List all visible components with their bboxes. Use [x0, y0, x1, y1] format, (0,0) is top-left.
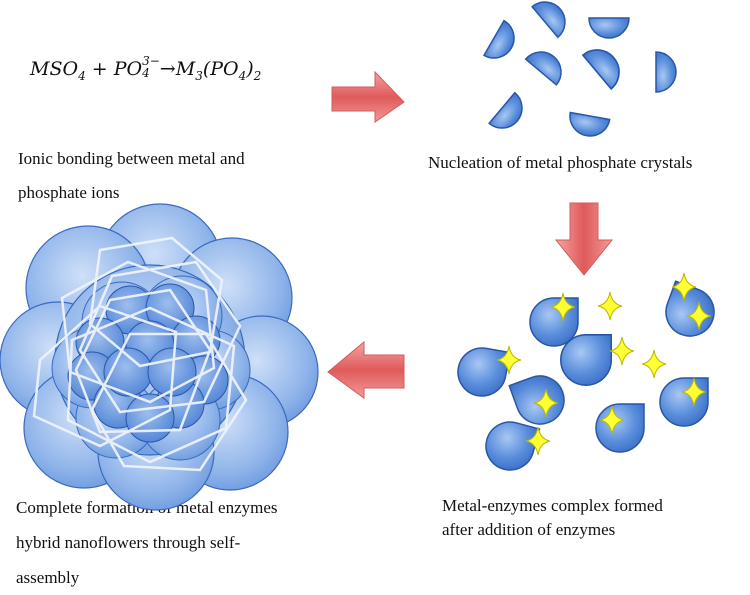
- product-metal: M: [175, 58, 196, 80]
- po-charge-stack: 3−4: [142, 55, 160, 79]
- po-subscript: 4: [142, 66, 150, 80]
- reactant-mso: MSO: [30, 58, 79, 80]
- enzyme-complexes: [453, 280, 722, 477]
- crystal: [655, 51, 677, 93]
- crystal: [582, 40, 629, 90]
- nanoflower: [0, 203, 319, 511]
- complex: [595, 403, 645, 453]
- product-outer-subscript: 2: [253, 68, 262, 83]
- product-paren-close: ): [246, 58, 254, 80]
- product-po-subscript: 4: [238, 68, 247, 83]
- complex: [453, 343, 511, 401]
- crystal: [566, 111, 611, 140]
- crystal: [488, 91, 531, 137]
- right-arrow-icon: [331, 70, 405, 123]
- step4-label-line3: assembly: [16, 568, 80, 587]
- left-arrow-icon: [327, 340, 405, 399]
- plus-sign: +: [91, 58, 108, 80]
- step3-label-line2: after addition of enzymes: [442, 520, 616, 539]
- step2-label: Nucleation of metal phosphate crystals: [428, 146, 692, 180]
- nucleation-crystals: [483, 0, 677, 140]
- step1-label-line1: Ionic bonding between metal and: [18, 149, 245, 168]
- complex: [560, 334, 612, 386]
- hexagon-frames: [32, 236, 248, 472]
- crystal: [531, 0, 574, 39]
- complex: [659, 377, 709, 427]
- step1-label: Ionic bonding between metal and phosphat…: [18, 142, 245, 210]
- crystal: [588, 17, 630, 39]
- step3-label: Metal-enzymes complex formed after addit…: [442, 494, 663, 542]
- step3-label-line1: Metal-enzymes complex formed: [442, 496, 663, 515]
- enzyme-star-icon: [641, 349, 667, 379]
- reaction-arrow: →: [159, 58, 176, 80]
- po-charge: 3−: [142, 54, 160, 68]
- enzyme-star-icon: [609, 336, 635, 366]
- step4-label: Complete formation of metal enzymes hybr…: [16, 490, 278, 595]
- enzyme-star-icon: [597, 291, 623, 321]
- reactant-mso-subscript: 4: [78, 68, 86, 83]
- step1-label-line2: phosphate ions: [18, 183, 120, 202]
- reactant-po: PO: [113, 58, 143, 80]
- product-po-open: (PO: [202, 58, 239, 80]
- product-metal-subscript: 3: [195, 68, 203, 83]
- down-arrow-icon: [554, 202, 614, 276]
- crystal: [483, 19, 523, 67]
- step2-label-line1: Nucleation of metal phosphate crystals: [428, 153, 693, 172]
- complex: [479, 415, 541, 477]
- crystal: [524, 43, 570, 86]
- step4-label-line2: hybrid nanoflowers through self-: [16, 533, 241, 552]
- complex: [658, 280, 722, 344]
